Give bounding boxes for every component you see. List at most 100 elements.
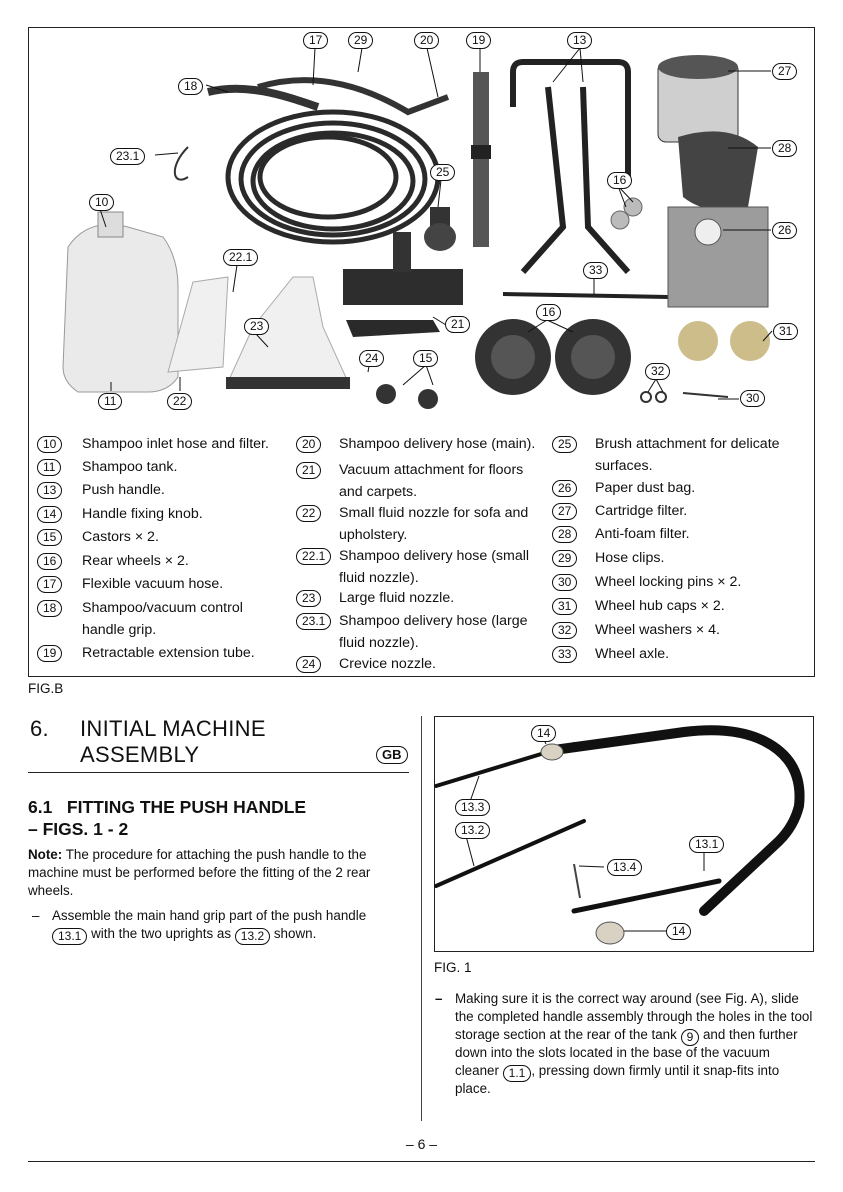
fig1-callout-13-4: 13.4 — [607, 859, 643, 876]
legend-text: Hose clips. — [595, 550, 665, 566]
note-text: The procedure for attaching the push han… — [28, 847, 371, 898]
page-number: – 6 – — [405, 1136, 438, 1152]
callout-26: 26 — [772, 222, 798, 239]
ref-9: 9 — [680, 1029, 700, 1046]
figure-b-frame — [28, 27, 815, 677]
note-label: Note: — [28, 847, 63, 862]
callout-23-1: 23.1 — [110, 148, 146, 165]
legend-text: Castors × 2. — [82, 529, 159, 545]
legend-text: Retractable extension tube. — [82, 645, 255, 661]
legend-num: 20 — [296, 436, 322, 453]
push-handle-diagram — [434, 725, 805, 945]
callout-19: 19 — [466, 32, 492, 49]
callout-18: 18 — [178, 78, 204, 95]
legend-num: 25 — [552, 436, 578, 453]
legend-num: 33 — [552, 646, 578, 663]
legend-text: Wheel axle. — [595, 646, 670, 662]
legend-text: Shampoo delivery hose (large fluid nozzl… — [339, 613, 528, 651]
section-rule — [28, 772, 409, 773]
callout-29: 29 — [348, 32, 374, 49]
legend-num: 19 — [37, 645, 63, 662]
legend-num: 29 — [552, 550, 578, 567]
step1-paragraph: Assemble the main hand grip part of the … — [52, 907, 412, 945]
fig1-callout-13-1: 13.1 — [689, 836, 725, 853]
callout-30: 30 — [740, 390, 766, 407]
callout-15: 15 — [413, 350, 439, 367]
subsection-heading-line2: – FIGS. 1 - 2 — [28, 819, 129, 839]
legend-num: 22 — [296, 505, 322, 522]
legend-num: 22.1 — [296, 548, 332, 565]
step1-text-a: Assemble the main hand grip part of the … — [52, 908, 367, 923]
legend-num: 17 — [37, 576, 63, 593]
callout-31: 31 — [773, 323, 799, 340]
legend-num: 14 — [37, 506, 63, 523]
step2-text-c: , pressing down firmly until it snap-fit… — [455, 1063, 780, 1096]
subsection-heading-line1: 6.1 FITTING THE PUSH HANDLE — [28, 797, 307, 817]
callout-16-top: 16 — [607, 172, 633, 189]
note-paragraph: Note: The procedure for attaching the pu… — [28, 846, 413, 900]
legend-text: Crevice nozzle. — [339, 656, 436, 672]
legend-text: Rear wheels × 2. — [82, 553, 189, 569]
legend-text: Anti-foam filter. — [595, 526, 690, 542]
legend-text: Wheel hub caps × 2. — [595, 598, 725, 614]
legend-text: Flexible vacuum hose. — [82, 576, 224, 592]
step2-dash: – — [435, 991, 443, 1006]
callout-22-1: 22.1 — [223, 249, 259, 266]
callout-10: 10 — [89, 194, 115, 211]
section-number: 6. — [30, 716, 49, 741]
legend-text: Shampoo tank. — [82, 459, 178, 475]
legend-text: Shampoo inlet hose and filter. — [82, 436, 269, 452]
step1-text-c: shown. — [273, 926, 317, 941]
callout-21: 21 — [445, 316, 471, 333]
legend-num: 21 — [296, 462, 322, 479]
legend-num: 23 — [296, 590, 322, 607]
callout-17: 17 — [303, 32, 329, 49]
legend-num: 23.1 — [296, 613, 332, 630]
fig1-callout-13-2: 13.2 — [455, 822, 491, 839]
legend-text: Wheel locking pins × 2. — [595, 574, 742, 590]
legend-text: Shampoo delivery hose (main). — [339, 436, 536, 452]
step1-text-b: with the two uprights as — [91, 926, 232, 941]
callout-11: 11 — [98, 393, 123, 410]
ref-13-2: 13.2 — [234, 928, 271, 945]
legend-num: 28 — [552, 526, 578, 543]
legend-text: Push handle. — [82, 482, 165, 498]
fig1-callout-13-3: 13.3 — [455, 799, 491, 816]
figure-1-caption: FIG. 1 — [434, 960, 472, 975]
legend-text: Vacuum attachment for floors and carpets… — [339, 462, 524, 500]
legend-num: 10 — [37, 436, 63, 453]
column-divider — [421, 716, 422, 1121]
callout-27: 27 — [772, 63, 798, 80]
legend-text: Large fluid nozzle. — [339, 590, 455, 606]
legend-num: 27 — [552, 503, 578, 520]
callout-20: 20 — [414, 32, 440, 49]
legend-num: 18 — [37, 600, 63, 617]
legend-num: 24 — [296, 656, 322, 673]
legend-num: 11 — [37, 459, 62, 476]
callout-25: 25 — [430, 164, 456, 181]
callout-16-bottom: 16 — [536, 304, 562, 321]
fig1-callout-14-top: 14 — [531, 725, 557, 742]
ref-13-1: 13.1 — [52, 928, 88, 945]
step2-text-b: and then further down into the slots loc… — [455, 1027, 798, 1078]
callout-22: 22 — [167, 393, 193, 410]
footer-rule — [28, 1161, 815, 1162]
callout-28: 28 — [772, 140, 798, 157]
legend-num: 30 — [552, 574, 578, 591]
legend-text: Shampoo/vacuum control handle grip. — [82, 600, 243, 638]
legend-num: 26 — [552, 480, 578, 497]
figure-b-caption: FIG.B — [28, 681, 64, 696]
callout-23: 23 — [244, 318, 270, 335]
legend-text: Paper dust bag. — [595, 480, 696, 496]
legend-num: 16 — [37, 553, 63, 570]
section-title-line1: INITIAL MACHINE — [80, 716, 266, 741]
legend-num: 15 — [37, 529, 63, 546]
section-title-line2: ASSEMBLY — [80, 742, 200, 767]
parts-photo — [62, 47, 773, 409]
step1-dash: – — [32, 908, 40, 923]
legend-text: Small fluid nozzle for sofa and upholste… — [339, 505, 529, 543]
legend-num: 32 — [552, 622, 578, 639]
language-badge: GB — [376, 746, 408, 764]
callout-33: 33 — [583, 262, 609, 279]
callout-32: 32 — [645, 363, 671, 380]
